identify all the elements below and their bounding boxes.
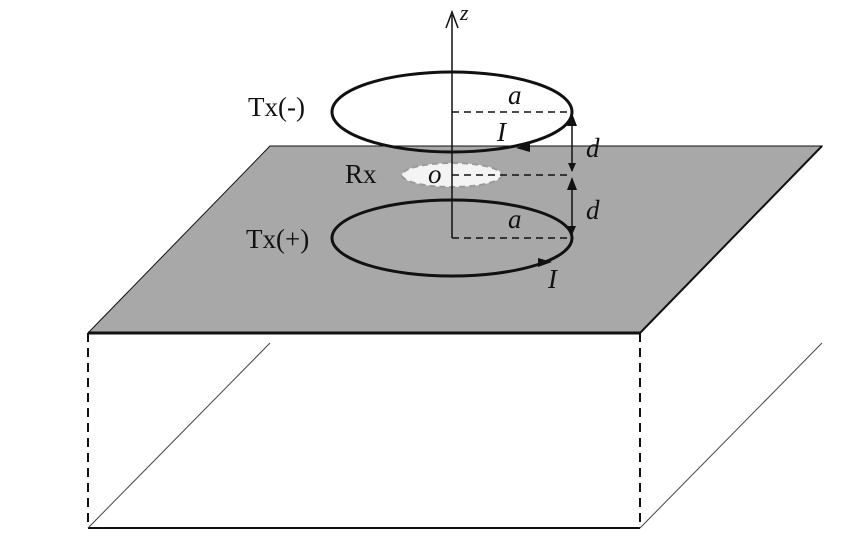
tx-minus-label: Tx(-)	[248, 92, 305, 122]
distance-label-top: d	[586, 133, 600, 163]
current-arrow-bottom	[538, 258, 552, 267]
origin-label: o	[428, 159, 442, 189]
current-label-bottom: I	[547, 264, 559, 294]
depth-line-left	[87, 342, 271, 529]
rx-label: Rx	[345, 159, 377, 189]
current-label-top: I	[496, 117, 508, 147]
current-arrow-top	[516, 143, 530, 152]
z-axis-arrowhead	[445, 9, 459, 29]
radius-label-top: a	[508, 80, 522, 110]
separation-arrow-up-top	[567, 113, 577, 126]
distance-label-bottom: d	[586, 195, 600, 225]
z-axis-label: z	[459, 0, 469, 25]
half-space-block	[86, 145, 824, 529]
tx-plus-label: Tx(+)	[246, 224, 309, 254]
depth-line-right	[639, 342, 823, 529]
separation-arrow-up-bottom	[567, 177, 577, 190]
radius-label-bottom: a	[508, 204, 522, 234]
surface-right-edge	[639, 145, 823, 334]
